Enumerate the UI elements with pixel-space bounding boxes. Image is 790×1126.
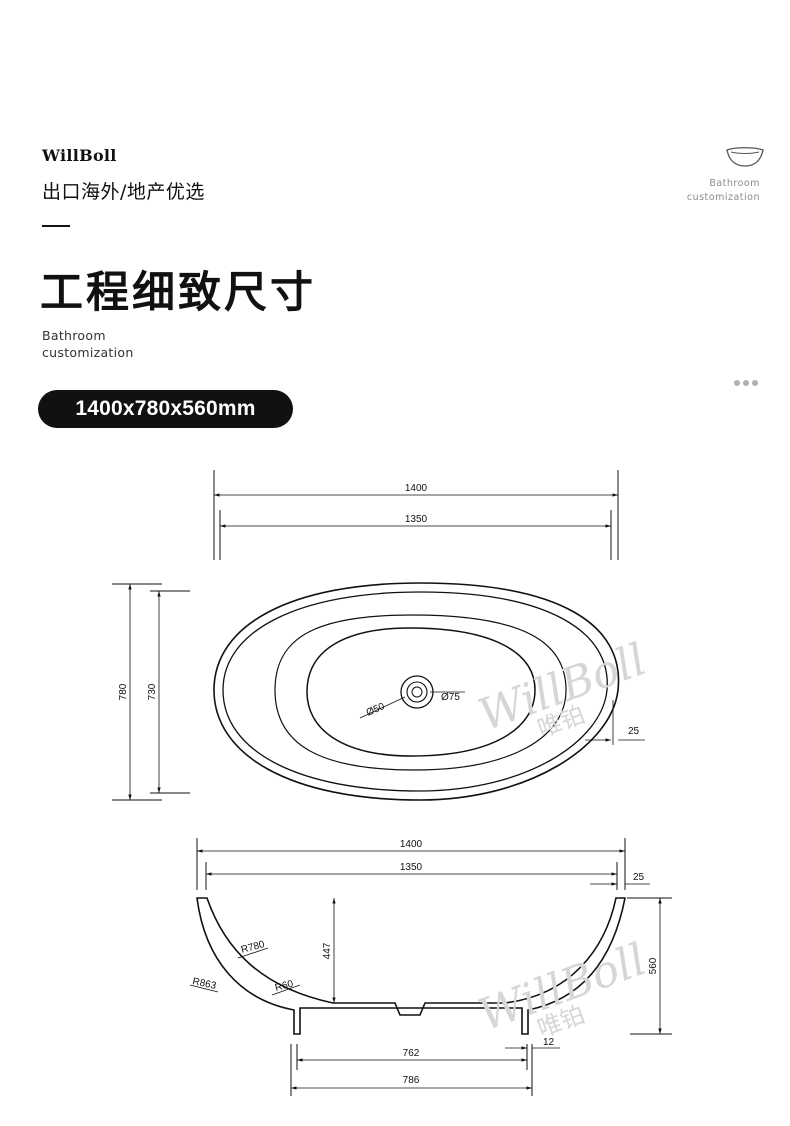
dim-radius-bottom: R60 — [274, 978, 295, 993]
dim-rim-top: 25 — [628, 726, 640, 737]
watermark-side: WillBoll 唯铂 — [472, 934, 653, 1043]
dim-side-rim: 25 — [633, 872, 645, 883]
dim-inner-depth: 447 — [322, 942, 333, 959]
tub-ledge — [274, 614, 567, 771]
tub-outer-rim — [213, 582, 620, 801]
dim-base-outer: 786 — [403, 1075, 420, 1086]
dim-side-overall-length: 1400 — [400, 839, 423, 850]
subtitle-line-2: customization — [42, 345, 134, 360]
dim-overall-width: 780 — [118, 683, 129, 700]
tub-profile — [196, 897, 626, 1035]
dim-drain-inner: Ø50 — [365, 701, 387, 719]
subtitle-line-1: Bathroom — [42, 328, 106, 343]
watermark: WillBoll 唯铂 — [472, 634, 653, 743]
subtitle: Bathroom customization — [42, 327, 134, 361]
corner-caption-line-1: Bathroom — [709, 178, 760, 189]
dim-base-inner: 762 — [403, 1048, 420, 1059]
dim-overall-length: 1400 — [405, 483, 428, 494]
side-view — [189, 838, 672, 1096]
drain-inner — [406, 681, 428, 703]
brand-logo: WillBoll — [42, 146, 117, 165]
divider — [42, 225, 70, 227]
tub-inner-rim — [222, 591, 608, 792]
page-title: 工程细致尺寸 — [40, 268, 316, 318]
dim-base-offset: 12 — [543, 1037, 555, 1048]
dim-side-inner-length: 1350 — [400, 862, 423, 873]
more-icon[interactable] — [734, 380, 758, 386]
bathtub-icon — [726, 147, 764, 167]
corner-caption: Bathroom customization — [687, 177, 760, 204]
size-badge: 1400x780x560mm — [38, 390, 293, 428]
drain-outer — [400, 675, 434, 709]
tub-basin — [306, 627, 536, 757]
dim-overall-height: 560 — [648, 957, 659, 974]
dim-inner-width: 730 — [147, 683, 158, 700]
top-view — [112, 470, 645, 801]
tagline: 出口海外/地产优选 — [42, 181, 205, 203]
dim-radius-outer: R863 — [191, 976, 217, 992]
dim-inner-length: 1350 — [405, 514, 428, 525]
corner-caption-line-2: customization — [686, 191, 760, 203]
dim-drain-outer: Ø75 — [441, 692, 460, 703]
